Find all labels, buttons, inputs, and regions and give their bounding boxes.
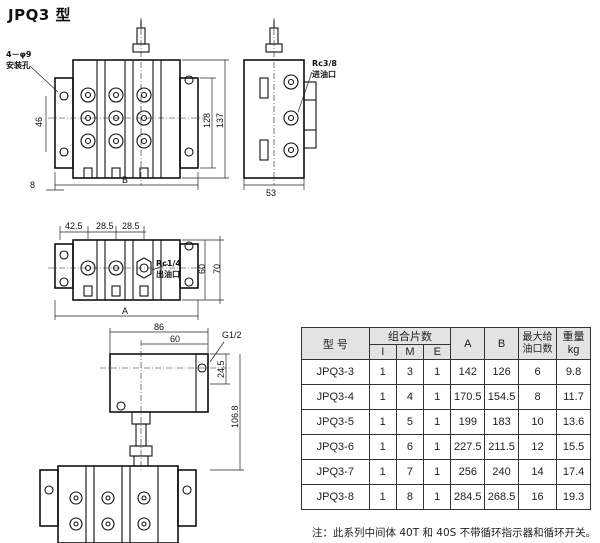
cell-kg: 13.6 xyxy=(556,409,591,435)
outlet-label: Rc1/4 xyxy=(156,259,181,268)
header-max-ports: 最大给油口数 xyxy=(517,327,558,360)
cell-kg: 11.7 xyxy=(556,384,591,410)
cell-m: 7 xyxy=(395,459,425,485)
cell-b: 268.5 xyxy=(484,484,519,510)
dim-70: 70 xyxy=(212,264,222,274)
cell-model: JPQ3-3 xyxy=(301,359,370,385)
header-weight: 重量 kg xyxy=(556,327,591,360)
cell-model: JPQ3-5 xyxy=(301,409,370,435)
cell-model: JPQ3-8 xyxy=(301,484,370,510)
dim-106-8: 106.8 xyxy=(230,405,240,428)
header-a: A xyxy=(450,327,486,360)
cell-ports: 12 xyxy=(517,434,558,460)
cell-model: JPQ3-6 xyxy=(301,434,370,460)
cell-ports: 6 xyxy=(517,359,558,385)
cell-kg: 19.3 xyxy=(556,484,591,510)
header-model: 型 号 xyxy=(301,327,370,360)
outlet-label-cn: 出油口 xyxy=(156,269,180,279)
cell-ports: 14 xyxy=(517,459,558,485)
front-view xyxy=(29,18,229,191)
cell-a: 284.5 xyxy=(450,484,486,510)
dim-86: 86 xyxy=(154,322,164,332)
header-weight-label: 重量 xyxy=(562,330,585,343)
spec-table: 型 号 组合片数 A B 最大给油口数 重量 kg I M E JPQ3-3 1… xyxy=(301,327,591,510)
side-view xyxy=(243,18,317,190)
cell-b: 240 xyxy=(484,459,519,485)
cell-m: 8 xyxy=(395,484,425,510)
cell-b: 126 xyxy=(484,359,519,385)
dim-42-5: 42.5 xyxy=(65,221,83,231)
cell-m: 5 xyxy=(395,409,425,435)
dim-8: 8 xyxy=(30,180,35,190)
table-row: JPQ3-7 1 7 1 256 240 14 17.4 xyxy=(301,459,591,485)
hole-label: 4－φ9 xyxy=(6,50,32,59)
cell-a: 227.5 xyxy=(450,434,486,460)
hole-label-cn: 安装孔 xyxy=(6,60,30,70)
cell-e: 1 xyxy=(423,459,452,485)
header-group: 组合片数 xyxy=(368,327,452,345)
cell-m: 3 xyxy=(395,359,425,385)
dim-128: 128 xyxy=(202,113,212,128)
dim-53: 53 xyxy=(266,188,276,198)
cell-e: 1 xyxy=(423,359,452,385)
dim-46: 46 xyxy=(34,117,44,127)
table-row: JPQ3-8 1 8 1 284.5 268.5 16 19.3 xyxy=(301,484,591,510)
table-row: JPQ3-3 1 3 1 142 126 6 9.8 xyxy=(301,359,591,385)
cell-kg: 15.5 xyxy=(556,434,591,460)
header-m: M xyxy=(395,344,425,360)
cell-m: 6 xyxy=(395,434,425,460)
header-b: B xyxy=(484,327,519,360)
cell-i: 1 xyxy=(368,459,397,485)
cell-e: 1 xyxy=(423,384,452,410)
table-row: JPQ3-6 1 6 1 227.5 211.5 12 15.5 xyxy=(301,434,591,460)
cell-b: 211.5 xyxy=(484,434,519,460)
cell-i: 1 xyxy=(368,409,397,435)
cell-b: 154.5 xyxy=(484,384,519,410)
bottom-view xyxy=(39,328,244,543)
cell-a: 256 xyxy=(450,459,486,485)
cell-a: 199 xyxy=(450,409,486,435)
header-i: I xyxy=(368,344,397,360)
dim-g1-2: G1/2 xyxy=(222,330,242,340)
cell-b: 183 xyxy=(484,409,519,435)
dim-28-5-b: 28.5 xyxy=(122,221,140,231)
cell-model: JPQ3-4 xyxy=(301,384,370,410)
dim-a: A xyxy=(122,306,128,316)
dim-60-bottom: 60 xyxy=(170,334,180,344)
footnote: 注：此系列中间体 40T 和 40S 不带循环指示器和循环开关。 xyxy=(312,527,597,539)
cell-i: 1 xyxy=(368,359,397,385)
dim-24-5: 24.5 xyxy=(216,360,226,378)
table-row: JPQ3-5 1 5 1 199 183 10 13.6 xyxy=(301,409,591,435)
cell-ports: 8 xyxy=(517,384,558,410)
dim-28-5-a: 28.5 xyxy=(96,221,114,231)
cell-kg: 9.8 xyxy=(556,359,591,385)
cell-m: 4 xyxy=(395,384,425,410)
header-e: E xyxy=(423,344,452,360)
page-title: JPQ3 型 xyxy=(8,6,71,24)
cell-i: 1 xyxy=(368,434,397,460)
cell-kg: 17.4 xyxy=(556,459,591,485)
inlet-label-cn: 进油口 xyxy=(312,69,336,79)
cell-e: 1 xyxy=(423,409,452,435)
top-view xyxy=(48,226,224,320)
table-row: JPQ3-4 1 4 1 170.5 154.5 8 11.7 xyxy=(301,384,591,410)
inlet-label: Rc3/8 xyxy=(312,59,337,68)
dim-b: B xyxy=(122,175,128,185)
cell-model: JPQ3-7 xyxy=(301,459,370,485)
cell-ports: 16 xyxy=(517,484,558,510)
dim-60-top: 60 xyxy=(197,264,207,274)
cell-a: 170.5 xyxy=(450,384,486,410)
dim-137: 137 xyxy=(215,113,225,128)
cell-ports: 10 xyxy=(517,409,558,435)
cell-i: 1 xyxy=(368,384,397,410)
header-weight-unit: kg xyxy=(567,343,580,356)
cell-a: 142 xyxy=(450,359,486,385)
cell-i: 1 xyxy=(368,484,397,510)
cell-e: 1 xyxy=(423,484,452,510)
cell-e: 1 xyxy=(423,434,452,460)
